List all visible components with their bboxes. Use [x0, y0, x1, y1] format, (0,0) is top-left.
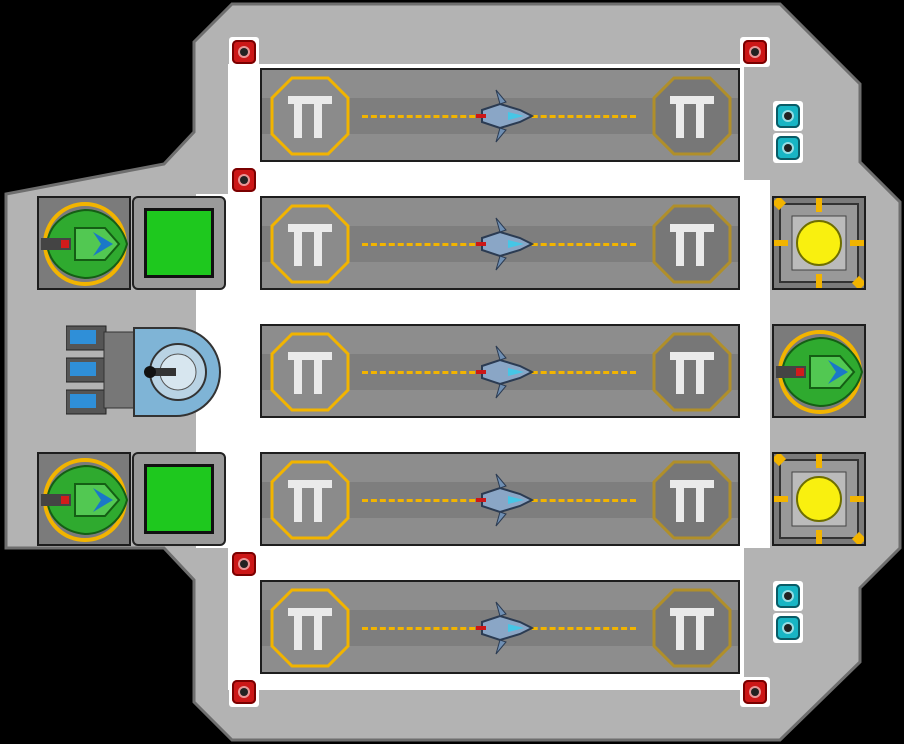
generator-mount[interactable]	[771, 195, 867, 291]
green-turret-icon	[41, 202, 129, 286]
hangar-bay-5	[260, 580, 740, 674]
red-warning-light	[229, 165, 259, 195]
green-power-panel[interactable]	[132, 196, 226, 290]
landing-pad-icon[interactable]	[652, 332, 732, 412]
blue-engine-icon	[66, 325, 221, 417]
cyan-indicator-light	[773, 581, 803, 611]
cyan-indicator-light	[773, 613, 803, 643]
landing-pad-icon[interactable]	[270, 76, 350, 156]
red-warning-light	[740, 37, 770, 67]
hangar-bay-4	[260, 452, 740, 546]
hangar-bay-2	[260, 196, 740, 290]
turret-mount[interactable]	[37, 452, 131, 546]
red-warning-light	[229, 37, 259, 67]
landing-pad-icon[interactable]	[270, 332, 350, 412]
landing-pad-icon[interactable]	[652, 204, 732, 284]
hangar-bay-3	[260, 324, 740, 418]
generator-mount[interactable]	[771, 451, 867, 547]
turret-mount[interactable]	[37, 196, 131, 290]
landing-pad-icon[interactable]	[270, 588, 350, 668]
fighter-ship-icon[interactable]	[470, 212, 535, 276]
fighter-ship-icon[interactable]	[470, 84, 535, 148]
landing-pad-icon[interactable]	[270, 460, 350, 540]
green-turret-icon	[776, 330, 864, 414]
fighter-ship-icon[interactable]	[470, 340, 535, 404]
red-warning-light	[229, 677, 259, 707]
landing-pad-icon[interactable]	[652, 460, 732, 540]
landing-pad-icon[interactable]	[652, 76, 732, 156]
red-warning-light	[229, 549, 259, 579]
green-turret-icon	[41, 458, 129, 542]
yellow-generator-icon	[771, 195, 867, 291]
fighter-ship-icon[interactable]	[470, 596, 535, 660]
yellow-generator-icon	[771, 451, 867, 547]
landing-pad-icon[interactable]	[652, 588, 732, 668]
cyan-indicator-light	[773, 133, 803, 163]
landing-pad-icon[interactable]	[270, 204, 350, 284]
red-warning-light	[740, 677, 770, 707]
cyan-indicator-light	[773, 101, 803, 131]
hangar-bay-1	[260, 68, 740, 162]
green-power-panel[interactable]	[132, 452, 226, 546]
turret-mount[interactable]	[772, 324, 866, 418]
fighter-ship-icon[interactable]	[470, 468, 535, 532]
